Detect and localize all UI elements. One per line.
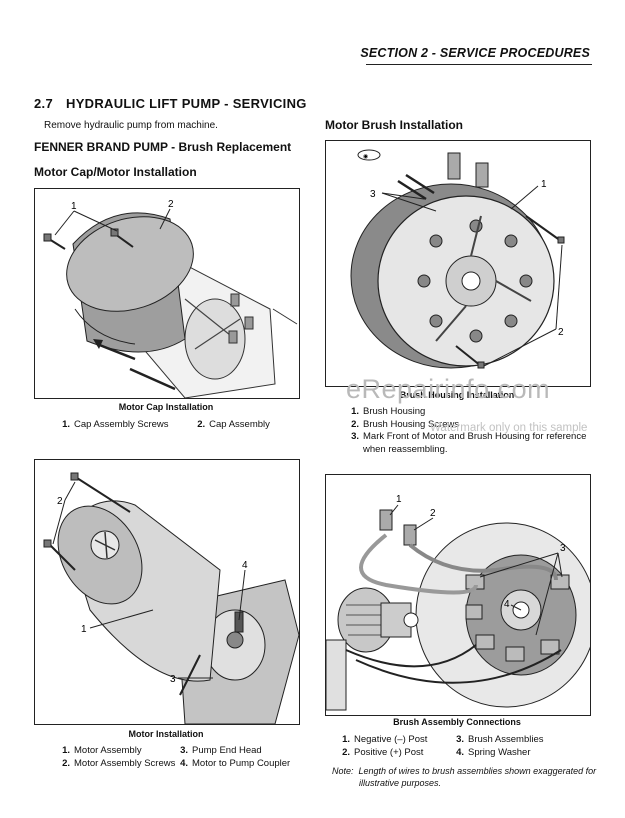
watermark-notice: Watermark only on this sample xyxy=(430,422,588,434)
fig2-legend-item: 1.Motor Assembly xyxy=(62,745,142,756)
fig4-legend-item: 2.Positive (+) Post xyxy=(342,746,424,758)
fig3-callout-3: 3 xyxy=(370,189,376,200)
fig2-legend-item: 3.Pump End Head xyxy=(180,745,262,756)
header-divider xyxy=(366,64,592,65)
fig2-caption: Motor Installation xyxy=(128,729,204,739)
fig3-legend-item: 2.Brush Housing Screws xyxy=(351,418,460,430)
fig4-callout-4: 4 xyxy=(504,599,510,610)
fig3-callout-2: 2 xyxy=(558,327,564,338)
fig4-callout-2: 2 xyxy=(430,508,436,519)
note-line2: illustrative purposes. xyxy=(359,778,442,788)
page-section-header: SECTION 2 - SERVICE PROCEDURES xyxy=(360,46,590,60)
figure-brush-housing: ◉ 1 3 2 xyxy=(325,140,591,387)
fig2-callout-3: 3 xyxy=(170,674,176,685)
fig1-caption: Motor Cap Installation xyxy=(118,402,214,412)
note-line1: Length of wires to brush assemblies show… xyxy=(358,766,597,776)
fig1-callout-1: 1 xyxy=(71,201,77,212)
watermark-logo: eRepairinfo.com xyxy=(346,374,551,404)
fig3-legend-item: 1.Brush Housing xyxy=(351,406,426,417)
section-title: 2.7 HYDRAULIC LIFT PUMP - SERVICING xyxy=(34,96,307,111)
fig2-callout-4: 4 xyxy=(242,560,248,571)
fig3-caption: Brush Housing Installation xyxy=(399,390,515,400)
note-label: Note: xyxy=(332,766,354,776)
fig4-callout-1: 1 xyxy=(396,494,402,505)
fig2-legend-item: 2.Motor Assembly Screws xyxy=(62,757,176,769)
fig2-legend-item: 4.Motor to Pump Coupler xyxy=(180,757,291,769)
fig4-note: Note: Length of wires to brush assemblie… xyxy=(332,765,597,789)
figure-motor-cap: 1 2 xyxy=(34,188,300,399)
fig1-callout-2: 2 xyxy=(168,199,174,210)
fig3-callout-1: 1 xyxy=(541,179,547,190)
fig1-legend-item: 1.Cap Assembly Screws xyxy=(62,419,169,430)
fig4-callout-3: 3 xyxy=(560,543,566,554)
fig4-legend: 1.Negative (–) Post 3.Brush Assemblies 2.… xyxy=(336,734,596,759)
figure-brush-assembly: 1 2 3 4 xyxy=(325,474,591,716)
fig4-legend-item: 1.Negative (–) Post xyxy=(342,734,428,745)
fig3-legend-item: 3.Mark Front of Motor and Brush Housing … xyxy=(351,431,587,442)
svg-text:◉: ◉ xyxy=(363,154,368,160)
fig4-caption: Brush Assembly Connections xyxy=(393,717,521,727)
subhead-motor-cap: Motor Cap/Motor Installation xyxy=(34,165,197,179)
intro-text: Remove hydraulic pump from machine. xyxy=(44,120,218,131)
fig1-legend-item: 2.Cap Assembly xyxy=(197,419,270,430)
section-title-text: HYDRAULIC LIFT PUMP - SERVICING xyxy=(66,96,307,111)
fig4-legend-item: 4.Spring Washer xyxy=(456,746,531,758)
fig2-callout-2: 2 xyxy=(57,496,63,507)
fig4-legend-item: 3.Brush Assemblies xyxy=(456,734,544,745)
fig3-legend-item: when reassembling. xyxy=(363,443,448,455)
fig1-legend: 1.Cap Assembly Screws 2.Cap Assembly xyxy=(56,419,296,432)
brush-housing-illustration: ◉ 1 3 2 xyxy=(350,149,565,369)
subhead-fenner: FENNER BRAND PUMP - Brush Replacement xyxy=(34,140,292,154)
brush-assembly-illustration: 1 2 3 4 xyxy=(326,494,590,711)
fig2-callout-1: 1 xyxy=(81,624,87,635)
fig3-legend: 1.Brush Housing 2.Brush Housing Screws 3… xyxy=(345,406,595,456)
fig2-legend: 1.Motor Assembly 3.Pump End Head 2.Motor … xyxy=(56,745,306,770)
section-number: 2.7 xyxy=(34,96,53,111)
figure-motor-installation: 2 1 4 3 xyxy=(34,459,300,725)
motor-cap-illustration: 1 2 xyxy=(43,199,298,398)
subhead-motor-brush: Motor Brush Installation xyxy=(325,118,463,132)
motor-installation-illustration: 2 1 4 3 xyxy=(43,472,299,724)
